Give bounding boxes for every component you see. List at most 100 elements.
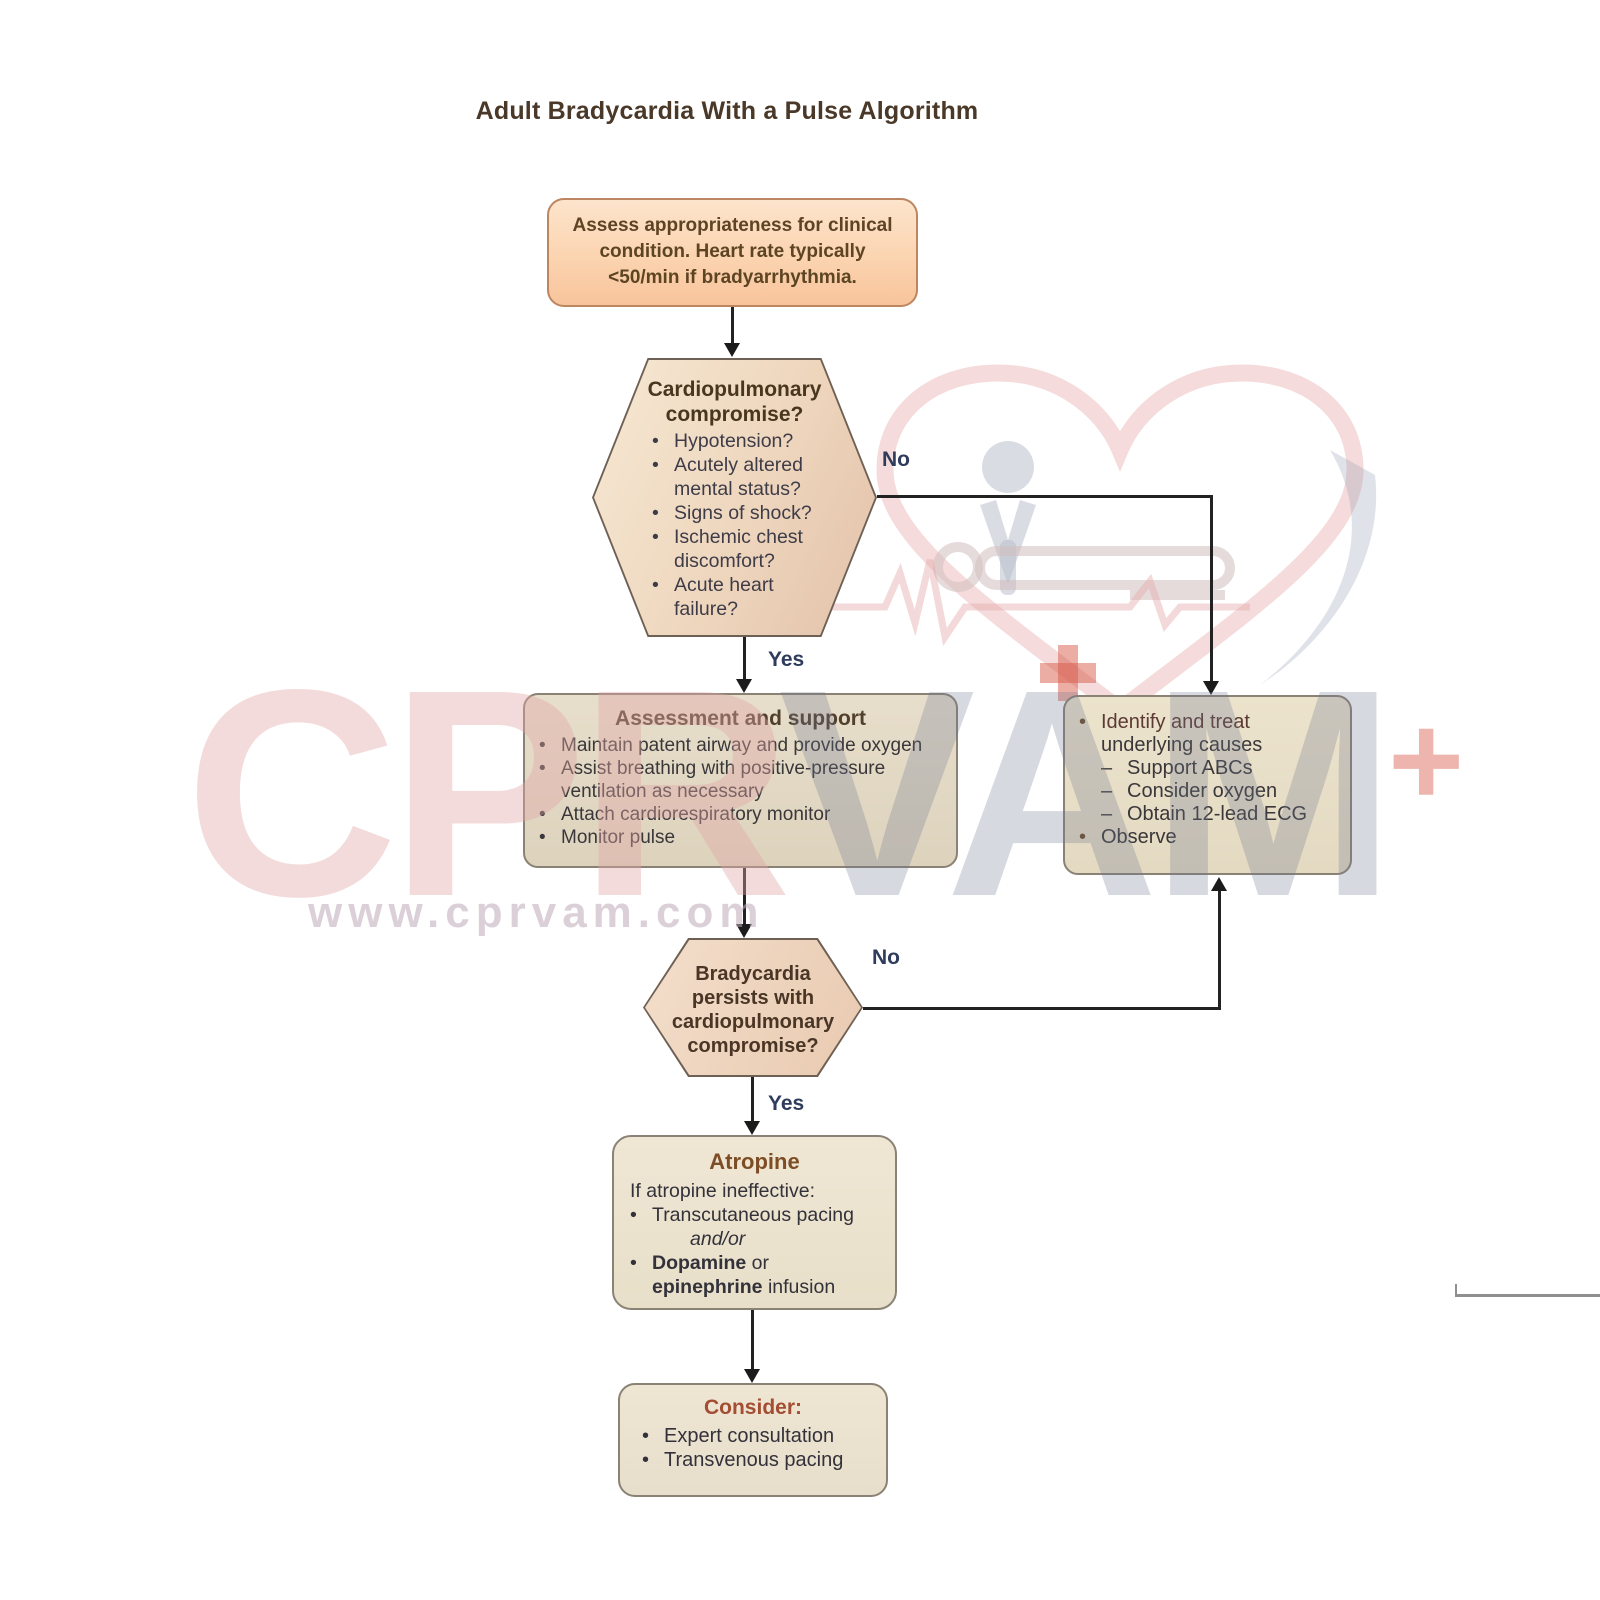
arrowhead-no1-to-identify [1203, 681, 1219, 695]
connector-no1-horizontal [877, 495, 1213, 498]
assess-line-1: Assess appropriateness for clinical [572, 215, 893, 236]
atropine-or: or [746, 1252, 770, 1274]
arrowhead-support-to-persists [736, 924, 752, 938]
patient-icon [933, 542, 1235, 600]
node-identify-and-treat: Identify and treat underlying causes Sup… [1063, 695, 1352, 875]
node-consider: Consider: Expert consultation Transvenou… [618, 1383, 888, 1497]
atropine-bullet-pacing: Transcutaneous pacing [652, 1204, 854, 1226]
connector-no2-horizontal [863, 1007, 1221, 1010]
arrowhead-yes1-to-support [736, 679, 752, 693]
persists-line-4: compromise? [687, 1035, 819, 1057]
brand-url-watermark: www.cprvam.com [308, 888, 765, 937]
persists-line-3: cardiopulmonary [671, 1011, 835, 1033]
consider-bullet: Expert consultation [664, 1425, 835, 1447]
support-bullet: Assist breathing with positive-pressure … [561, 758, 886, 802]
arrowhead-no2-to-identify [1211, 877, 1227, 891]
list-item: Acutely altered mental status? [652, 453, 842, 501]
bullet-icon [652, 501, 674, 525]
bullet-icon [1079, 826, 1101, 849]
list-item: Acute heart failure? [652, 573, 842, 621]
connector-atropine-to-consider [751, 1310, 754, 1369]
bullet-icon [652, 573, 674, 621]
heart-outline-icon [876, 364, 1364, 721]
bullet-icon [630, 1203, 652, 1227]
page-title: Adult Bradycardia With a Pulse Algorithm [475, 97, 979, 125]
list-item: Transvenous pacing [642, 1448, 880, 1472]
connector-yes2-vertical [751, 1077, 754, 1121]
identify-bullet-observe: Observe [1101, 826, 1177, 848]
compromise-bullet: Ischemic chest discomfort? [674, 526, 803, 572]
branch-label-no-2: No [872, 946, 900, 969]
brand-plus-icon: + [1388, 687, 1465, 833]
connector-assess-to-compromise [731, 307, 734, 343]
bullet-icon [539, 757, 561, 803]
bullet-icon [539, 734, 561, 757]
list-item: Consider oxygen [1101, 780, 1342, 803]
node-atropine: Atropine If atropine ineffective: Transc… [612, 1135, 897, 1310]
list-item: Hypotension? [652, 429, 842, 453]
branch-label-yes-2: Yes [768, 1092, 805, 1115]
identify-bullet-line2: underlying causes [1101, 734, 1263, 756]
list-item: Dopamine or epinephrine infusion [630, 1251, 889, 1299]
atropine-epinephrine: epinephrine [652, 1276, 763, 1298]
bullet-icon [652, 453, 674, 501]
dash-icon [1101, 757, 1127, 780]
connector-no1-vertical [1210, 495, 1213, 681]
list-item: Support ABCs [1101, 757, 1342, 780]
atropine-andor: and/or [690, 1228, 746, 1250]
atropine-intro: If atropine ineffective: [630, 1180, 816, 1202]
bullet-icon [652, 429, 674, 453]
identify-dash: Consider oxygen [1127, 780, 1278, 802]
list-item: Signs of shock? [652, 501, 842, 525]
list-item: Transcutaneous pacing [630, 1203, 889, 1227]
persists-hexagon-fill: Bradycardia persists with cardiopulmonar… [645, 940, 861, 1075]
node-cardiopulmonary-compromise: Cardiopulmonary compromise? Hypotension?… [592, 358, 877, 637]
node-assess-appropriateness: Assess appropriateness for clinical cond… [547, 198, 918, 307]
assess-line-2: condition. Heart rate typically [599, 241, 866, 262]
consider-heading: Consider: [703, 1396, 802, 1419]
list-item: Attach cardiorespiratory monitor [539, 803, 948, 826]
branch-label-no-1: No [882, 448, 910, 471]
arrowhead-assess-to-compromise [724, 343, 740, 357]
arrowhead-atropine-to-consider [744, 1369, 760, 1383]
connector-support-to-persists [743, 868, 746, 924]
compromise-hexagon-fill: Cardiopulmonary compromise? Hypotension?… [594, 360, 875, 635]
ecg-line-icon [830, 559, 1250, 647]
assess-line-3: <50/min if bradyarrhythmia. [608, 267, 857, 288]
bullet-icon [652, 525, 674, 573]
connector-no2-vertical [1218, 891, 1221, 1010]
identify-dash: Support ABCs [1127, 757, 1253, 779]
stray-line-vertical [1455, 1284, 1457, 1296]
compromise-bullet: Acute heart failure? [674, 574, 774, 620]
dash-icon [1101, 780, 1127, 803]
consider-bullet: Transvenous pacing [664, 1449, 844, 1471]
atropine-dopamine: Dopamine [652, 1252, 747, 1274]
compromise-heading-2: compromise? [665, 403, 804, 426]
list-item: Obtain 12-lead ECG [1101, 803, 1342, 826]
stray-line-horizontal [1455, 1294, 1600, 1297]
bullet-icon [539, 826, 561, 849]
compromise-bullet: Hypotension? [674, 430, 794, 452]
list-item: Identify and treat underlying causes [1079, 711, 1342, 757]
support-bullet: Attach cardiorespiratory monitor [561, 804, 831, 825]
arrowhead-yes2-to-atropine [744, 1121, 760, 1135]
cpr-heart-logo-watermark [830, 364, 1377, 721]
cpr-rescuer-icon [980, 441, 1036, 595]
branch-label-yes-1: Yes [768, 648, 805, 671]
list-item: Ischemic chest discomfort? [652, 525, 842, 573]
medical-cross-icon [1040, 645, 1096, 701]
list-item: Assist breathing with positive-pressure … [539, 757, 948, 803]
compromise-heading-1: Cardiopulmonary [647, 378, 822, 401]
node-assessment-and-support: Assessment and support Maintain patent a… [523, 693, 958, 868]
list-item: Monitor pulse [539, 826, 948, 849]
swoosh-icon [1260, 450, 1377, 685]
bullet-icon [630, 1251, 652, 1299]
persists-line-1: Bradycardia [695, 963, 811, 985]
list-item: Maintain patent airway and provide oxyge… [539, 734, 948, 757]
atropine-heading: Atropine [709, 1149, 800, 1174]
bullet-icon [642, 1424, 664, 1448]
bullet-icon [539, 803, 561, 826]
bullet-icon [642, 1448, 664, 1472]
compromise-bullet: Acutely altered mental status? [674, 454, 803, 500]
